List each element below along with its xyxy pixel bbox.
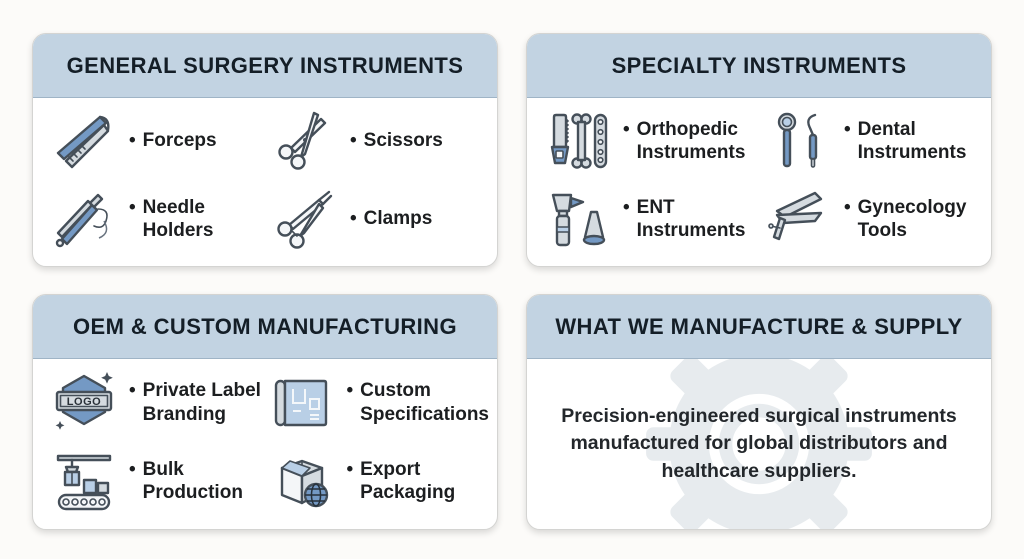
blueprint-icon [265, 370, 339, 436]
clamps-icon [268, 186, 342, 252]
bullet: • [129, 196, 136, 218]
card-title: GENERAL SURGERY INSTRUMENTS [66, 52, 464, 78]
gynecology-icon [762, 186, 836, 252]
card-title: SPECIALTY INSTRUMENTS [611, 52, 907, 78]
item-label: Dental Instruments [857, 118, 967, 163]
item-label: Clamps [363, 208, 433, 230]
item-label: Private Label Branding [142, 380, 261, 425]
bullet: • [623, 118, 630, 140]
gear-watermark-icon [646, 359, 872, 529]
card-general-surgery-header: GENERAL SURGERY INSTRUMENTS [33, 34, 497, 98]
bullet: • [844, 196, 851, 218]
item-export-packaging: • Export Packaging [265, 442, 489, 520]
forceps-icon [47, 108, 121, 174]
dental-icon [762, 108, 836, 174]
bullet: • [350, 208, 357, 230]
item-label: Orthopedic Instruments [636, 118, 746, 163]
card-title: OEM & CUSTOM MANUFACTURING [73, 313, 457, 339]
bullet: • [346, 459, 354, 481]
item-label: ENT Instruments [636, 196, 746, 241]
orthopedic-icon [541, 108, 615, 174]
item-scissors: • Scissors [268, 102, 489, 180]
item-label: Scissors [363, 130, 443, 152]
card-what-we-manufacture-header: WHAT WE MANUFACTURE & SUPPLY [527, 295, 991, 359]
item-dental: • Dental Instruments [762, 102, 983, 180]
item-label: Bulk Production [142, 459, 243, 504]
card-general-surgery-body: • Forceps • Scissors [33, 98, 497, 266]
ent-icon [541, 186, 615, 252]
card-general-surgery: GENERAL SURGERY INSTRUMENTS • For [32, 33, 498, 267]
card-specialty-instruments-body: • Orthopedic Instruments • [527, 98, 991, 266]
bullet: • [844, 118, 851, 140]
bullet: • [129, 130, 136, 152]
scissors-icon [268, 108, 342, 174]
item-needle-holders: • Needle Holders [47, 180, 268, 258]
item-bulk-production: • Bulk Production [47, 442, 265, 520]
bullet: • [623, 196, 630, 218]
card-specialty-instruments-header: SPECIALTY INSTRUMENTS [527, 34, 991, 98]
private-label-icon: LOGO [47, 370, 121, 436]
card-oem-custom-header: OEM & CUSTOM MANUFACTURING [33, 295, 497, 359]
export-packaging-icon [265, 448, 339, 514]
bullet: • [129, 380, 136, 402]
card-what-we-manufacture-body: Precision-engineered surgical instrument… [527, 359, 991, 529]
item-orthopedic: • Orthopedic Instruments [541, 102, 762, 180]
item-label: Needle Holders [142, 196, 214, 241]
card-oem-custom: OEM & CUSTOM MANUFACTURING LOGO • Pr [32, 294, 498, 530]
item-label: Forceps [142, 130, 217, 152]
item-label: Export Packaging [360, 459, 456, 504]
bullet: • [350, 130, 357, 152]
bullet: • [129, 459, 136, 481]
bullet: • [346, 380, 354, 402]
card-what-we-manufacture: WHAT WE MANUFACTURE & SUPPLY [526, 294, 992, 530]
item-custom-specifications: • Custom Specifications [265, 364, 489, 442]
item-gynecology: • Gynecology Tools [762, 180, 983, 258]
bulk-production-icon [47, 448, 121, 514]
item-label: Gynecology Tools [857, 196, 967, 241]
item-clamps: • Clamps [268, 180, 489, 258]
item-label: Custom Specifications [360, 380, 489, 425]
card-specialty-instruments: SPECIALTY INSTRUMENTS [526, 33, 992, 267]
needle-holder-icon [47, 186, 121, 252]
item-forceps: • Forceps [47, 102, 268, 180]
svg-text:LOGO: LOGO [67, 396, 101, 408]
card-oem-custom-body: LOGO • Private Label Branding [33, 359, 497, 529]
card-title: WHAT WE MANUFACTURE & SUPPLY [555, 313, 963, 339]
item-ent: • ENT Instruments [541, 180, 762, 258]
item-private-label: LOGO • Private Label Branding [47, 364, 265, 442]
summary-text: Precision-engineered surgical instrument… [561, 405, 957, 482]
